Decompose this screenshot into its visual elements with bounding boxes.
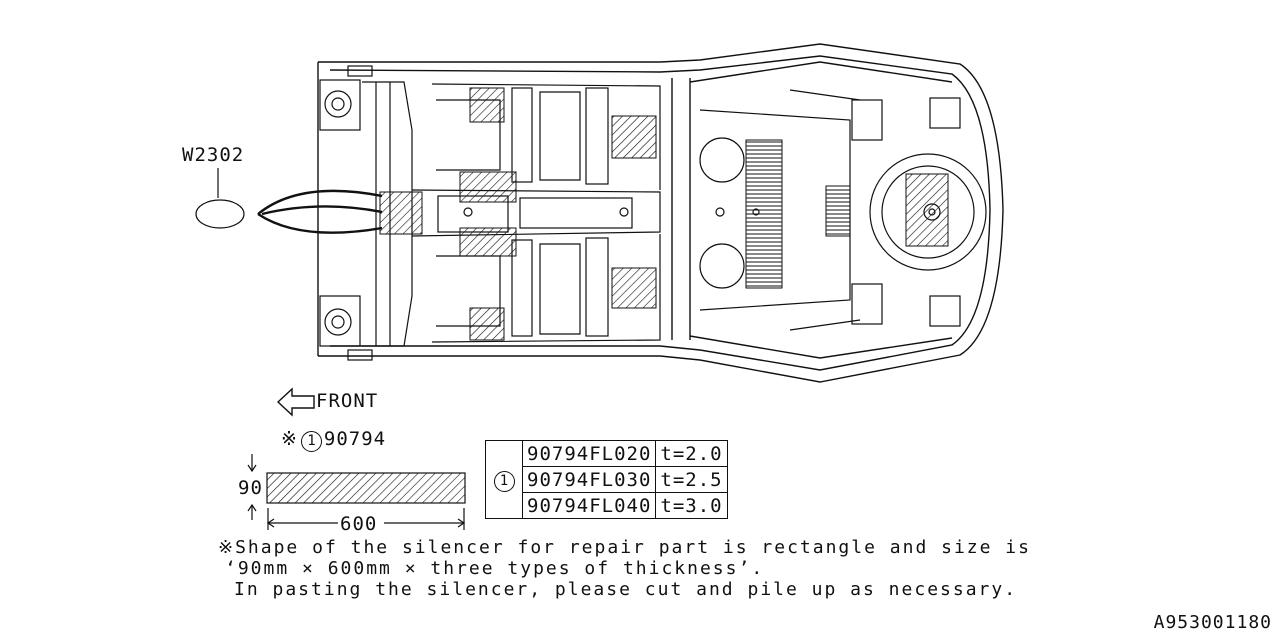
front-arrow-icon bbox=[276, 387, 315, 417]
silencer-width-label: 600 bbox=[340, 513, 378, 535]
front-direction-label: FRONT bbox=[316, 390, 379, 412]
table-item-cell: 1 bbox=[485, 440, 523, 519]
part-number-cell: 90794FL020 bbox=[521, 440, 657, 467]
callout-leaders bbox=[257, 189, 383, 234]
body-outline bbox=[317, 43, 1004, 383]
thickness-cell: t=2.5 bbox=[655, 466, 728, 493]
item-number-circle: 1 bbox=[300, 431, 322, 452]
table-row: 90794FL030 t=2.5 bbox=[486, 466, 728, 493]
silencer-sketch bbox=[247, 454, 466, 530]
silencer-height-label: 90 bbox=[238, 477, 263, 499]
rear-floor bbox=[699, 89, 987, 331]
item-number-circle: 1 bbox=[493, 470, 515, 492]
table-row: 90794FL040 t=3.0 bbox=[486, 492, 728, 519]
thickness-cell: t=3.0 bbox=[655, 492, 728, 519]
note-line-3: In pasting the silencer, please cut and … bbox=[234, 579, 1018, 600]
callout-code: W2302 bbox=[182, 144, 245, 166]
reference-mark: ※ bbox=[281, 428, 298, 450]
table-row: 1 90794FL020 t=2.0 bbox=[485, 440, 728, 519]
part-number-cell: 90794FL040 bbox=[521, 492, 657, 519]
silencer-part-number: 90794 bbox=[323, 428, 387, 450]
silencer-patches bbox=[379, 87, 949, 341]
note-line-1: ※Shape of the silencer for repair part i… bbox=[218, 537, 1031, 558]
thickness-cell: t=2.0 bbox=[655, 440, 728, 467]
callout-ellipse bbox=[195, 199, 245, 229]
diagram-id: A953001180 bbox=[1153, 612, 1272, 633]
parts-table: 1 90794FL020 t=2.0 90794FL030 t=2.5 9079… bbox=[485, 440, 728, 519]
note-line-2: ‘90mm × 600mm × three types of thickness… bbox=[225, 558, 765, 579]
part-number-cell: 90794FL030 bbox=[521, 466, 657, 493]
